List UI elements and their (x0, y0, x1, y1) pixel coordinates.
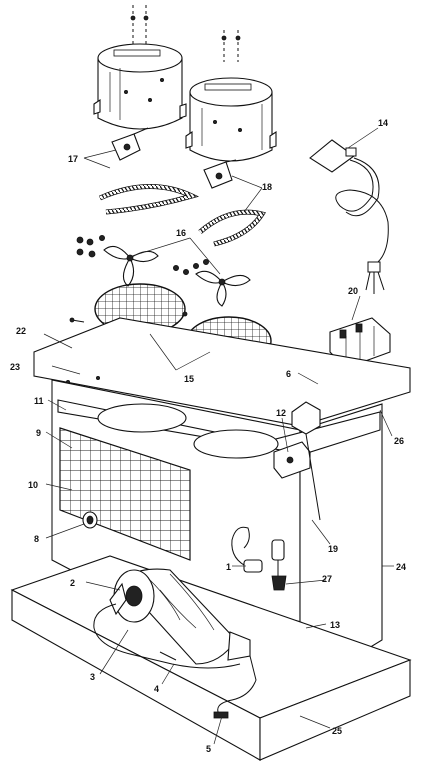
callout-17: 17 (68, 154, 78, 164)
fan-motor (109, 568, 251, 665)
leader-lines (43, 127, 394, 745)
knob (82, 511, 98, 529)
callout-10: 10 (28, 480, 38, 490)
fastener-hardware (76, 234, 209, 275)
callout-19: 19 (328, 544, 338, 554)
control-box (273, 441, 311, 479)
terminal-block (329, 317, 391, 369)
wire-harness (231, 526, 251, 569)
callout-24: 24 (396, 562, 406, 572)
callout-12: 12 (276, 408, 286, 418)
rotary-switch (271, 539, 287, 591)
fan-blade-left (103, 245, 159, 287)
callout-14: 14 (378, 118, 388, 128)
callout-2: 2 (70, 578, 75, 588)
heating-element-left (98, 184, 200, 215)
callout-1: 1 (226, 562, 231, 572)
callout-6: 6 (286, 369, 291, 379)
power-cord (309, 139, 389, 294)
callout-11: 11 (34, 396, 44, 406)
limit-switch (291, 401, 321, 521)
callout-23: 23 (10, 362, 20, 372)
heater-housing-right (185, 77, 277, 162)
side-mesh (59, 427, 191, 561)
fan-blade-right (195, 270, 251, 307)
thermal-cutout (243, 559, 263, 573)
callout-8: 8 (34, 534, 39, 544)
callout-20: 20 (348, 286, 358, 296)
heater-housing-left (93, 43, 187, 130)
callout-16: 16 (176, 228, 186, 238)
callout-15: 15 (184, 374, 194, 384)
callout-13: 13 (330, 620, 340, 630)
callout-5: 5 (206, 744, 211, 754)
callout-labels: 1 2 3 4 5 6 8 9 10 11 12 13 14 15 16 17 … (10, 118, 406, 754)
callout-27: 27 (322, 574, 332, 584)
callout-4: 4 (154, 684, 159, 694)
heating-element-right (198, 209, 266, 247)
thermostat-left (111, 127, 149, 161)
motor-wires (93, 603, 257, 719)
callout-26: 26 (394, 436, 404, 446)
callout-22: 22 (16, 326, 26, 336)
cabinet-top-panel (33, 317, 411, 427)
callout-3: 3 (90, 672, 95, 682)
callout-25: 25 (332, 726, 342, 736)
callout-9: 9 (36, 428, 41, 438)
top-screws (130, 5, 241, 62)
thermostat-right (203, 159, 237, 189)
callout-18: 18 (262, 182, 272, 192)
